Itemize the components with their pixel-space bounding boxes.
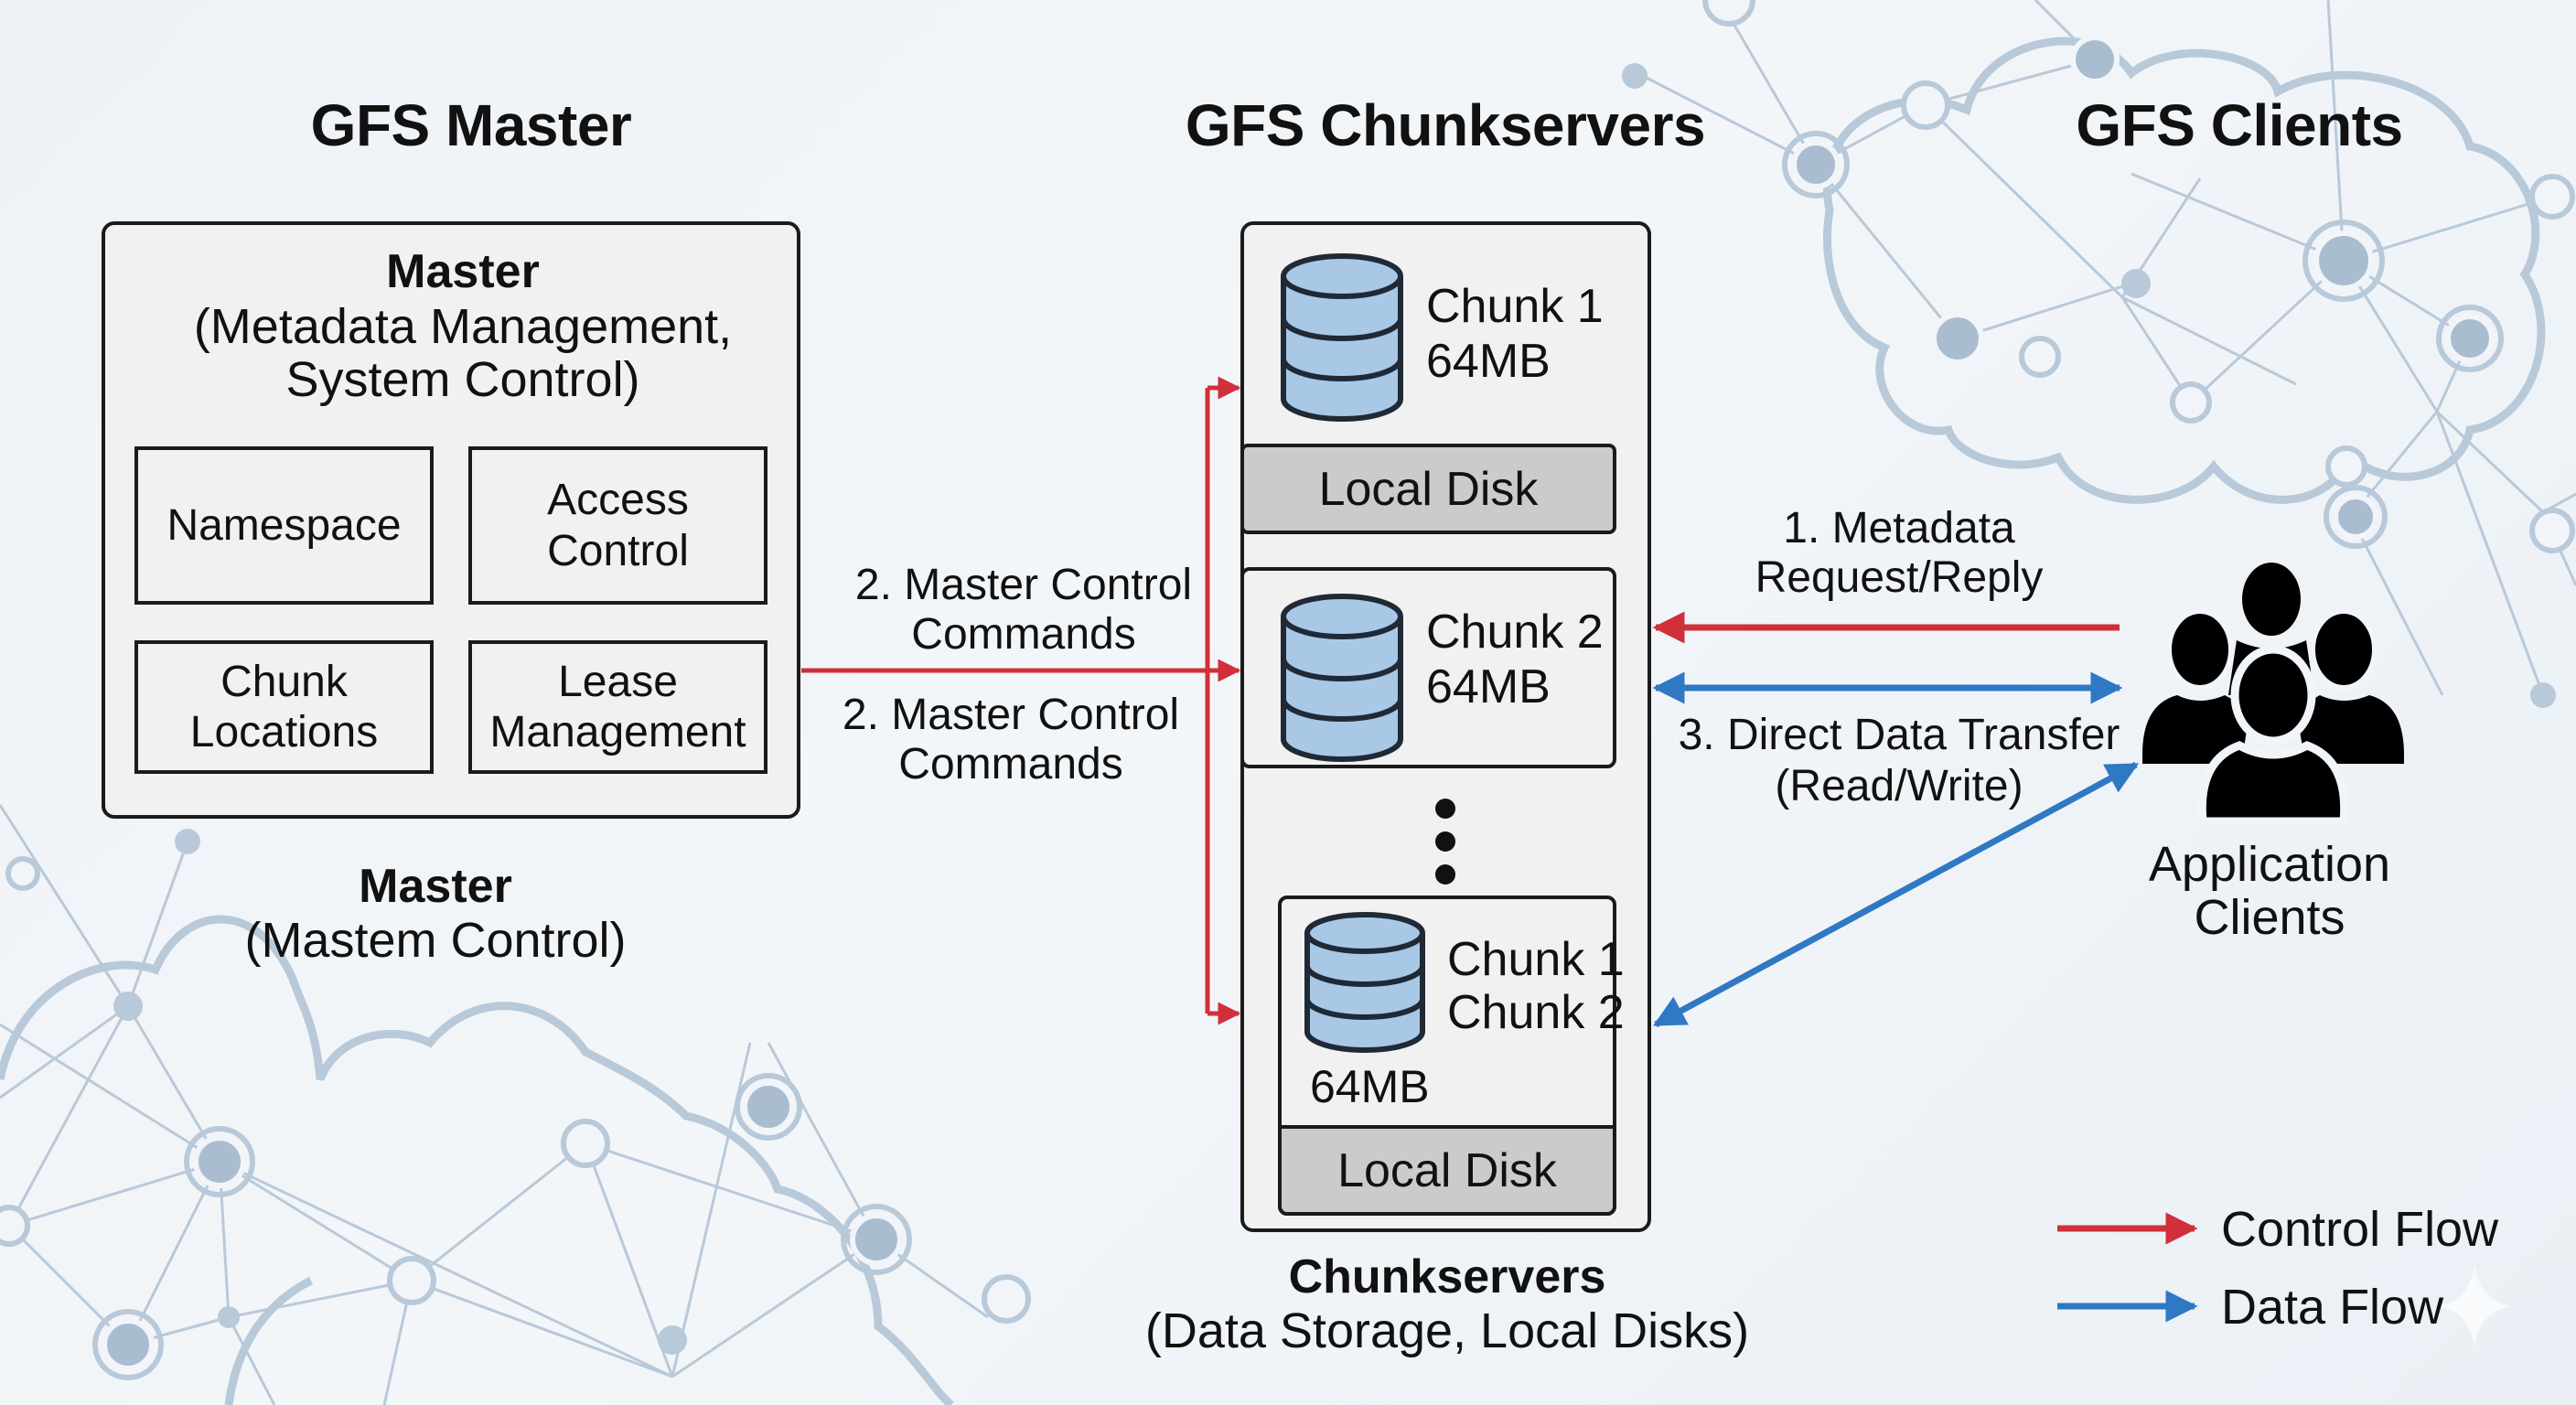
data-transfer-label-line2: (Read/Write) [1775, 762, 2023, 810]
ellipsis-dot [1435, 831, 1455, 852]
server3-chunk-b-label: Chunk 2 [1447, 986, 1625, 1039]
server1-chunk-label: Chunk 1 [1426, 280, 1604, 333]
server3-chunk-size: 64MB [1310, 1061, 1430, 1112]
master-heading: Master [386, 245, 540, 298]
section-title-master: GFS Master [310, 92, 632, 158]
component-lease-management-line1: Lease [558, 657, 678, 706]
legend-control-flow-label: Control Flow [2221, 1202, 2499, 1257]
database-icon [1304, 912, 1425, 1053]
database-icon [1281, 594, 1403, 762]
cloud-bottom-left [0, 915, 954, 1405]
metadata-label-line1: 1. Metadata [1783, 504, 2015, 552]
server1-local-disk[interactable]: Local Disk [1240, 444, 1616, 534]
clients-label-line1: Application [2148, 837, 2391, 892]
component-namespace[interactable]: Namespace [134, 446, 434, 605]
component-namespace-label: Namespace [166, 500, 402, 550]
component-chunk-locations-line1: Chunk [220, 657, 348, 706]
sparkle-icon [2438, 1264, 2511, 1348]
ellipsis-dot [1435, 799, 1455, 819]
section-title-clients: GFS Clients [2076, 92, 2403, 158]
master-subheading-line1: (Metadata Management, [193, 299, 733, 354]
master-caption-title: Master [359, 860, 512, 913]
component-access-control[interactable]: Access Control [468, 446, 767, 605]
component-access-control-line1: Access [547, 476, 689, 525]
cloud-bottom-left-lower [224, 1276, 314, 1405]
component-lease-management-line2: Management [489, 708, 746, 756]
legend-data-flow-label: Data Flow [2221, 1280, 2444, 1335]
server3-local-disk[interactable]: Local Disk [1278, 1125, 1616, 1216]
master-commands-label-bottom-line2: Commands [898, 740, 1123, 788]
server2-chunk-label: Chunk 2 [1426, 606, 1604, 659]
server3-local-disk-label: Local Disk [1337, 1143, 1557, 1197]
server3-chunk-a-label: Chunk 1 [1447, 933, 1625, 986]
server2-chunk-size: 64MB [1426, 660, 1551, 713]
ellipsis-dot [1435, 864, 1455, 885]
server1-local-disk-label: Local Disk [1318, 462, 1539, 516]
database-icon [1281, 253, 1403, 422]
master-caption-subtitle: (Mastem Control) [244, 913, 627, 968]
metadata-label-line2: Request/Reply [1755, 553, 2044, 602]
chunkservers-caption-title: Chunkservers [1288, 1250, 1606, 1303]
master-subheading-line2: System Control) [285, 352, 640, 407]
data-transfer-label-line1: 3. Direct Data Transfer [1678, 711, 2120, 759]
master-commands-label-bottom-line1: 2. Master Control [842, 691, 1180, 739]
clients-label-line2: Clients [2194, 890, 2345, 945]
users-group-icon[interactable] [2141, 549, 2406, 823]
section-title-chunkservers: GFS Chunkservers [1185, 92, 1706, 158]
component-lease-management[interactable]: Lease Management [468, 640, 767, 774]
component-chunk-locations[interactable]: Chunk Locations [134, 640, 434, 774]
master-commands-label-top-line2: Commands [911, 610, 1136, 659]
component-access-control-line2: Control [547, 526, 689, 575]
component-chunk-locations-line2: Locations [189, 708, 379, 756]
server1-chunk-size: 64MB [1426, 335, 1551, 388]
master-commands-label-top-line1: 2. Master Control [854, 561, 1193, 609]
chunkservers-caption-subtitle: (Data Storage, Local Disks) [1144, 1303, 1750, 1358]
